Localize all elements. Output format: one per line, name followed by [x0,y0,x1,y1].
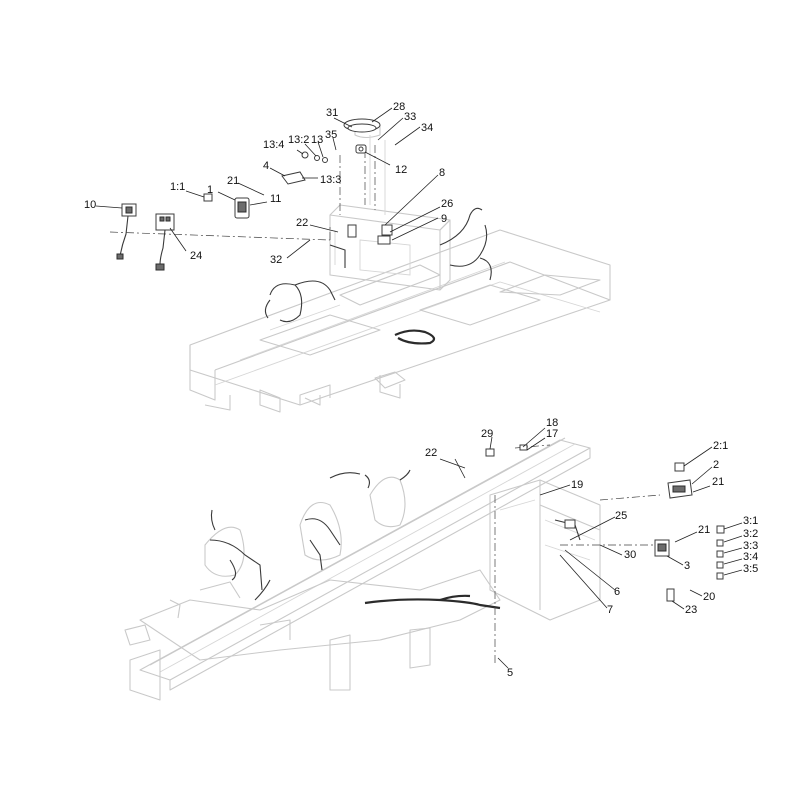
callout-35: 35 [325,129,337,141]
callout-3-4: 3:4 [743,551,758,563]
callout-20: 20 [703,591,715,603]
callout-2: 2 [713,459,719,471]
callout-8: 8 [439,167,445,179]
callout-1-1: 1:1 [170,181,185,193]
callout-6: 6 [614,586,620,598]
upper-leader-lines [95,107,441,259]
callout-2-1: 2:1 [713,440,728,452]
callout-7: 7 [607,604,613,616]
callout-3-1: 3:1 [743,515,758,527]
callout-24: 24 [190,250,202,262]
callout-32: 32 [270,254,282,266]
callout-26: 26 [441,198,453,210]
upper-components [116,118,393,271]
lower-leader-lines [439,427,743,669]
callout-13-4: 13:4 [263,139,284,151]
callout-9: 9 [441,213,447,225]
callout-13-3: 13:3 [320,174,341,186]
callout-25: 25 [615,510,627,522]
callout-5: 5 [507,667,513,679]
callout-28: 28 [393,101,405,113]
callout-10: 10 [84,199,96,211]
callout-18: 18 [546,417,558,429]
lower-frame-assembly [124,437,661,701]
callout-13: 13 [311,134,323,146]
callout-4: 4 [263,160,269,172]
callout-1: 1 [207,184,213,196]
callout-34: 34 [421,122,433,134]
callout-22-lower: 22 [425,447,437,459]
callout-21: 21 [227,175,239,187]
callout-31: 31 [326,107,338,119]
callout-19: 19 [571,479,583,491]
callout-3-3: 3:3 [743,540,758,552]
callout-3: 3 [684,560,690,572]
callout-3-2: 3:2 [743,528,758,540]
callout-3-5: 3:5 [743,563,758,575]
callout-29: 29 [481,428,493,440]
lower-components [485,444,725,602]
callout-21-right-mid: 21 [698,524,710,536]
lower-callout-labels: 18 29 17 22 2:1 2 19 21 3:1 25 21 3:2 3:… [425,417,758,679]
callout-13-2: 13:2 [288,134,309,146]
callout-12: 12 [395,164,407,176]
callout-21-right-top: 21 [712,476,724,488]
upper-frame-assembly [109,123,611,413]
upper-callout-labels: 31 28 33 34 13:4 13:2 13 35 12 4 13:3 8 … [84,101,453,266]
callout-33: 33 [404,111,416,123]
callout-22-upper: 22 [296,217,308,229]
callout-30: 30 [624,549,636,561]
callout-11: 11 [270,193,281,205]
callout-23: 23 [685,604,697,616]
callout-17: 17 [546,428,558,440]
